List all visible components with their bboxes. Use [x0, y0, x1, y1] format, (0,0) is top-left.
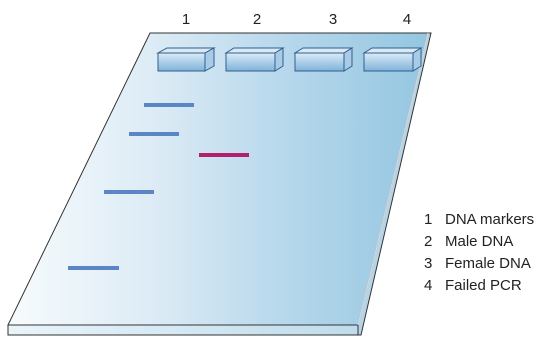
- legend-label-4: Failed PCR: [445, 277, 522, 294]
- well-lane-1: [156, 47, 216, 72]
- legend: 1 DNA markers 2 Male DNA 3 Female DNA 4 …: [424, 211, 534, 294]
- lane-number-3: 3: [329, 11, 337, 28]
- well-lane-2: [224, 47, 285, 72]
- lane-number-2: 2: [253, 11, 261, 28]
- legend-number-4: 4: [424, 277, 432, 294]
- well-lane-3: [293, 47, 354, 72]
- legend-number-3: 3: [424, 255, 432, 272]
- legend-label-1: DNA markers: [445, 211, 534, 228]
- gel-slab-top: [7, 32, 429, 326]
- gel-slab-front-edge: [7, 324, 359, 336]
- lane-number-4: 4: [403, 11, 411, 28]
- legend-label-3: Female DNA: [445, 255, 531, 272]
- legend-number-2: 2: [424, 233, 432, 250]
- legend-label-2: Male DNA: [445, 233, 513, 250]
- well-lane-4: [362, 47, 423, 72]
- lane-number-1: 1: [182, 11, 190, 28]
- legend-number-1: 1: [424, 211, 432, 228]
